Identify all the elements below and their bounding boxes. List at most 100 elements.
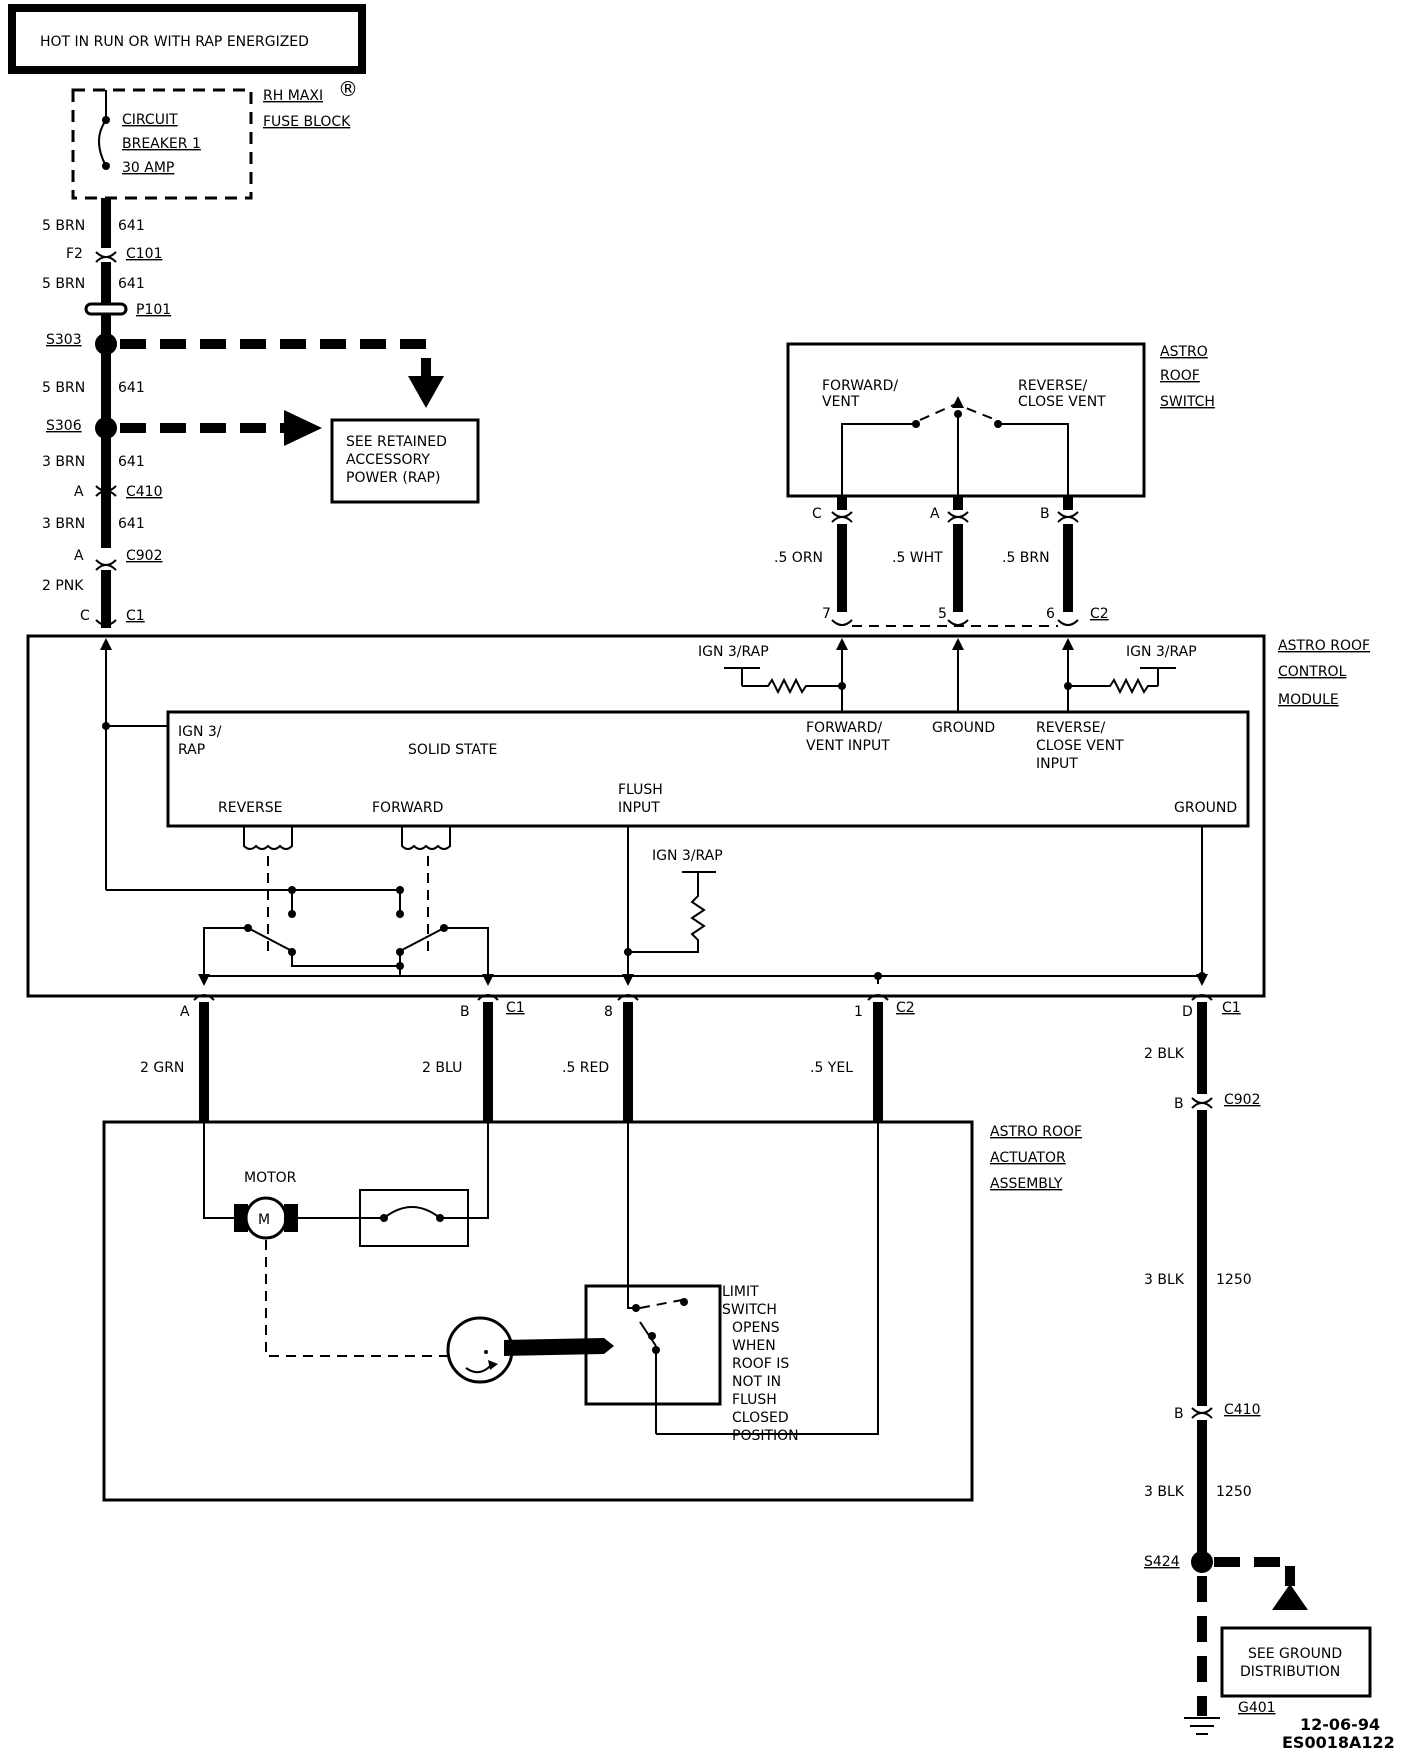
limit-note-2: OPENS bbox=[732, 1320, 780, 1336]
gnd-c410: C410 bbox=[1224, 1402, 1261, 1418]
flush-input-2: INPUT bbox=[618, 800, 660, 816]
rap-ref-line2: ACCESSORY bbox=[346, 452, 430, 468]
s303-label: S303 bbox=[46, 332, 82, 348]
ign-rap-flush: IGN 3/RAP bbox=[652, 848, 723, 864]
ground-right-label: GROUND bbox=[1174, 800, 1237, 816]
header-box: HOT IN RUN OR WITH RAP ENERGIZED bbox=[8, 4, 366, 74]
switch-name-2: ROOF bbox=[1160, 368, 1200, 384]
gnd-c410-pin: B bbox=[1174, 1406, 1184, 1422]
limit-note-1: SWITCH bbox=[722, 1302, 777, 1318]
switch-name-3: SWITCH bbox=[1160, 394, 1215, 410]
motor-label: MOTOR bbox=[244, 1170, 297, 1186]
c1-pin: C bbox=[80, 608, 90, 624]
module-name-3: MODULE bbox=[1278, 692, 1339, 708]
limit-note-8: POSITION bbox=[732, 1428, 799, 1444]
fwd-vent-label-1: FORWARD/ bbox=[822, 378, 898, 394]
w2-circuit: 641 bbox=[118, 276, 145, 292]
fuse-block: CIRCUIT BREAKER 1 30 AMP RH MAXI ® FUSE … bbox=[71, 77, 358, 200]
ground-symbol-icon bbox=[1184, 1717, 1220, 1735]
limit-note-0: LIMIT bbox=[722, 1284, 759, 1300]
rev-close-label-1: REVERSE/ bbox=[1018, 378, 1087, 394]
c902-pin: A bbox=[74, 548, 84, 564]
rev-input-2: CLOSE VENT bbox=[1036, 738, 1124, 754]
wire-grn: 2 GRN bbox=[140, 1060, 184, 1076]
rev-input-3: INPUT bbox=[1036, 756, 1078, 772]
limit-note-4: ROOF IS bbox=[732, 1356, 789, 1372]
bottom-c2: C2 bbox=[896, 1000, 915, 1016]
module-bottom-connectors: A B C1 8 1 C2 2 GRN 2 BLU .5 RED .5 YEL bbox=[140, 994, 915, 1122]
module-pin-7: 7 bbox=[822, 606, 831, 622]
module-pin-6: 6 bbox=[1046, 606, 1055, 622]
w5-circuit: 641 bbox=[118, 516, 145, 532]
bottom-pin-a: A bbox=[180, 1004, 190, 1020]
p101-label: P101 bbox=[136, 302, 171, 318]
fuse-block-name-2: FUSE BLOCK bbox=[263, 114, 351, 130]
c902-label: C902 bbox=[126, 548, 163, 564]
wire-red: .5 RED bbox=[562, 1060, 609, 1076]
reverse-label: REVERSE bbox=[218, 800, 282, 816]
limit-note-7: CLOSED bbox=[732, 1410, 789, 1426]
fwd-input-1: FORWARD/ bbox=[806, 720, 882, 736]
s303-splice bbox=[95, 333, 117, 355]
w2-gauge: 5 BRN bbox=[42, 276, 85, 292]
gnd-w2-circuit: 1250 bbox=[1216, 1272, 1252, 1288]
left-feed-circuit: 5 BRN 641 F2 C101 5 BRN 641 P101 S303 5 … bbox=[42, 198, 171, 628]
s424-label: S424 bbox=[1144, 1554, 1180, 1570]
rev-close-label-2: CLOSE VENT bbox=[1018, 394, 1106, 410]
astro-roof-switch: ASTRO ROOF SWITCH FORWARD/ VENT REVERSE/… bbox=[774, 342, 1215, 627]
ground-ref-1: SEE GROUND bbox=[1248, 1646, 1342, 1662]
ground-top-label: GROUND bbox=[932, 720, 995, 736]
module-name-2: CONTROL bbox=[1278, 664, 1347, 680]
w1-circuit: 641 bbox=[118, 218, 145, 234]
switch-pin-c: C bbox=[812, 506, 822, 522]
limit-note-5: NOT IN bbox=[732, 1374, 781, 1390]
header-title: HOT IN RUN OR WITH RAP ENERGIZED bbox=[40, 34, 309, 50]
switch-pin-a: A bbox=[930, 506, 940, 522]
w1-gauge: 5 BRN bbox=[42, 218, 85, 234]
s306-branch: SEE RETAINED ACCESSORY POWER (RAP) bbox=[120, 410, 480, 504]
gnd-pin-d: D bbox=[1182, 1004, 1193, 1020]
actuator-name-1: ASTRO ROOF bbox=[990, 1124, 1082, 1140]
w5-gauge: 3 BRN bbox=[42, 516, 85, 532]
footer-code: ES0018A122 bbox=[1282, 1733, 1395, 1752]
actuator-name-3: ASSEMBLY bbox=[990, 1176, 1063, 1192]
switch-pin-b: B bbox=[1040, 506, 1050, 522]
w4-gauge: 3 BRN bbox=[42, 454, 85, 470]
w3-gauge: 5 BRN bbox=[42, 380, 85, 396]
wire-wht: .5 WHT bbox=[892, 550, 943, 566]
fwd-vent-label-2: VENT bbox=[822, 394, 860, 410]
gnd-c902-pin: B bbox=[1174, 1096, 1184, 1112]
control-module: ASTRO ROOF CONTROL MODULE IGN 3/ RAP SOL… bbox=[26, 634, 1370, 998]
breaker-label-2: BREAKER 1 bbox=[122, 136, 201, 152]
motor-letter: M bbox=[258, 1212, 270, 1228]
solid-state-label: SOLID STATE bbox=[408, 742, 497, 758]
actuator-name-2: ACTUATOR bbox=[990, 1150, 1066, 1166]
g401-label: G401 bbox=[1238, 1700, 1276, 1716]
s424-splice bbox=[1191, 1551, 1213, 1573]
ground-circuit: SEE GROUND DISTRIBUTION D C1 2 BLK B C90… bbox=[1144, 994, 1372, 1735]
bottom-pin-b: B bbox=[460, 1004, 470, 1020]
actuator-assembly: ASTRO ROOF ACTUATOR ASSEMBLY M MOTOR bbox=[102, 1120, 1082, 1502]
ign-rap-left: IGN 3/RAP bbox=[698, 644, 769, 660]
gnd-c1: C1 bbox=[1222, 1000, 1241, 1016]
s306-splice bbox=[95, 417, 117, 439]
wire-yel: .5 YEL bbox=[810, 1060, 853, 1076]
ss-ign-1: IGN 3/ bbox=[178, 724, 222, 740]
gnd-w3-circuit: 1250 bbox=[1216, 1484, 1252, 1500]
module-pin-5: 5 bbox=[938, 606, 947, 622]
c410-label: C410 bbox=[126, 484, 163, 500]
switch-name-1: ASTRO bbox=[1160, 344, 1208, 360]
ss-ign-2: RAP bbox=[178, 742, 205, 758]
w4-circuit: 641 bbox=[118, 454, 145, 470]
limit-switch-note: LIMIT SWITCH OPENS WHEN ROOF IS NOT IN F… bbox=[722, 1284, 799, 1444]
fuse-block-name-1: RH MAXI bbox=[263, 88, 323, 104]
rap-ref-line1: SEE RETAINED bbox=[346, 434, 447, 450]
s306-label: S306 bbox=[46, 418, 82, 434]
limit-note-6: FLUSH bbox=[732, 1392, 777, 1408]
wire-orn: .5 ORN bbox=[774, 550, 823, 566]
ground-ref-box bbox=[1220, 1626, 1372, 1698]
rev-input-1: REVERSE/ bbox=[1036, 720, 1105, 736]
gnd-w3-gauge: 3 BLK bbox=[1144, 1484, 1185, 1500]
forward-label: FORWARD bbox=[372, 800, 443, 816]
